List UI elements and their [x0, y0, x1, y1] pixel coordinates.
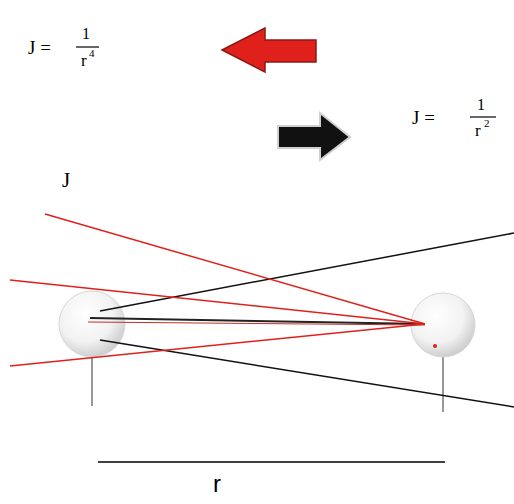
denominator: r	[475, 122, 481, 139]
formula-text: J =	[412, 108, 435, 127]
red-dot	[433, 344, 437, 348]
stand	[91, 356, 93, 406]
red-ray	[45, 214, 425, 324]
red-ray	[10, 324, 425, 366]
numerator: 1	[82, 26, 90, 42]
red-ray	[88, 322, 425, 325]
fraction-bar	[76, 46, 99, 47]
axis-label: J	[62, 170, 70, 191]
black-ray	[100, 233, 514, 311]
exponent: 4	[89, 48, 95, 59]
black-arrow	[278, 113, 350, 160]
red-ray	[10, 280, 425, 324]
stand	[442, 356, 444, 412]
sphere	[59, 291, 125, 357]
fraction-bar	[470, 116, 496, 117]
formula-text: J =	[28, 38, 51, 57]
distance-bar	[98, 461, 445, 463]
exponent: 2	[484, 118, 490, 129]
numerator: 1	[477, 97, 485, 113]
denominator: r	[81, 52, 87, 69]
red-arrow	[222, 28, 316, 72]
distance-label: r	[213, 472, 221, 496]
